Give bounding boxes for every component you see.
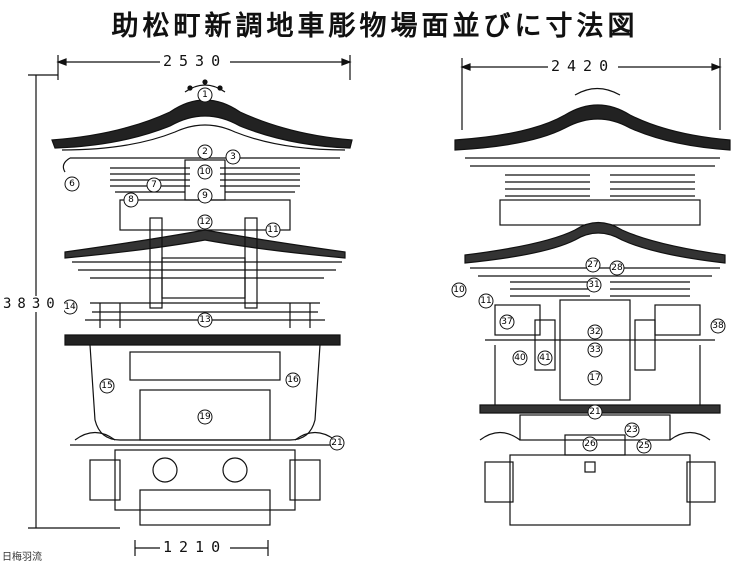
svg-text:6: 6 bbox=[69, 179, 75, 189]
right-base bbox=[484, 454, 716, 526]
right-top-roof bbox=[454, 87, 731, 167]
left-top-width-label: 2530 bbox=[160, 52, 231, 70]
svg-text:14: 14 bbox=[64, 302, 76, 312]
svg-text:40: 40 bbox=[514, 353, 526, 363]
svg-text:7: 7 bbox=[151, 180, 157, 190]
svg-text:2: 2 bbox=[202, 147, 208, 157]
svg-text:9: 9 bbox=[202, 191, 208, 201]
svg-text:23: 23 bbox=[626, 425, 637, 435]
svg-text:38: 38 bbox=[712, 321, 724, 331]
right-part-labels: 10 11 27 28 31 37 38 32 33 40 41 17 21 23 26 25 bbox=[451, 257, 726, 454]
svg-text:33: 33 bbox=[589, 345, 600, 355]
right-drawing bbox=[454, 58, 731, 526]
svg-text:26: 26 bbox=[584, 439, 596, 449]
right-top-width-label: 2420 bbox=[548, 57, 619, 75]
left-upper-brackets bbox=[62, 157, 300, 201]
svg-text:27: 27 bbox=[587, 260, 598, 270]
svg-text:11: 11 bbox=[267, 225, 278, 235]
svg-text:21: 21 bbox=[331, 438, 342, 448]
svg-text:1: 1 bbox=[202, 90, 208, 100]
footnote: 日梅羽流 bbox=[2, 552, 42, 563]
svg-text:3: 3 bbox=[230, 152, 236, 162]
svg-text:8: 8 bbox=[128, 195, 134, 205]
svg-text:12: 12 bbox=[199, 217, 210, 227]
svg-text:11: 11 bbox=[480, 296, 491, 306]
svg-text:37: 37 bbox=[501, 317, 512, 327]
left-height-label: 3830 bbox=[0, 296, 64, 312]
left-bottom-width-label: 1210 bbox=[160, 538, 231, 556]
svg-text:21: 21 bbox=[589, 407, 600, 417]
right-second-roof bbox=[464, 221, 726, 277]
left-base bbox=[89, 449, 321, 526]
svg-text:19: 19 bbox=[199, 412, 211, 422]
diagram-title: 助松町新調地車彫物場面並びに寸法図 bbox=[111, 11, 639, 42]
svg-text:17: 17 bbox=[589, 373, 600, 383]
svg-text:41: 41 bbox=[539, 353, 550, 363]
svg-text:28: 28 bbox=[611, 263, 623, 273]
left-drawing bbox=[28, 55, 353, 556]
svg-text:13: 13 bbox=[199, 315, 210, 325]
svg-text:25: 25 bbox=[638, 441, 649, 451]
svg-text:16: 16 bbox=[287, 375, 299, 385]
svg-text:15: 15 bbox=[101, 381, 112, 391]
left-main-body bbox=[64, 334, 341, 446]
svg-text:31: 31 bbox=[588, 280, 599, 290]
svg-text:32: 32 bbox=[589, 327, 600, 337]
svg-text:10: 10 bbox=[199, 167, 211, 177]
left-mid-roof bbox=[64, 229, 346, 279]
svg-text:10: 10 bbox=[453, 285, 465, 295]
